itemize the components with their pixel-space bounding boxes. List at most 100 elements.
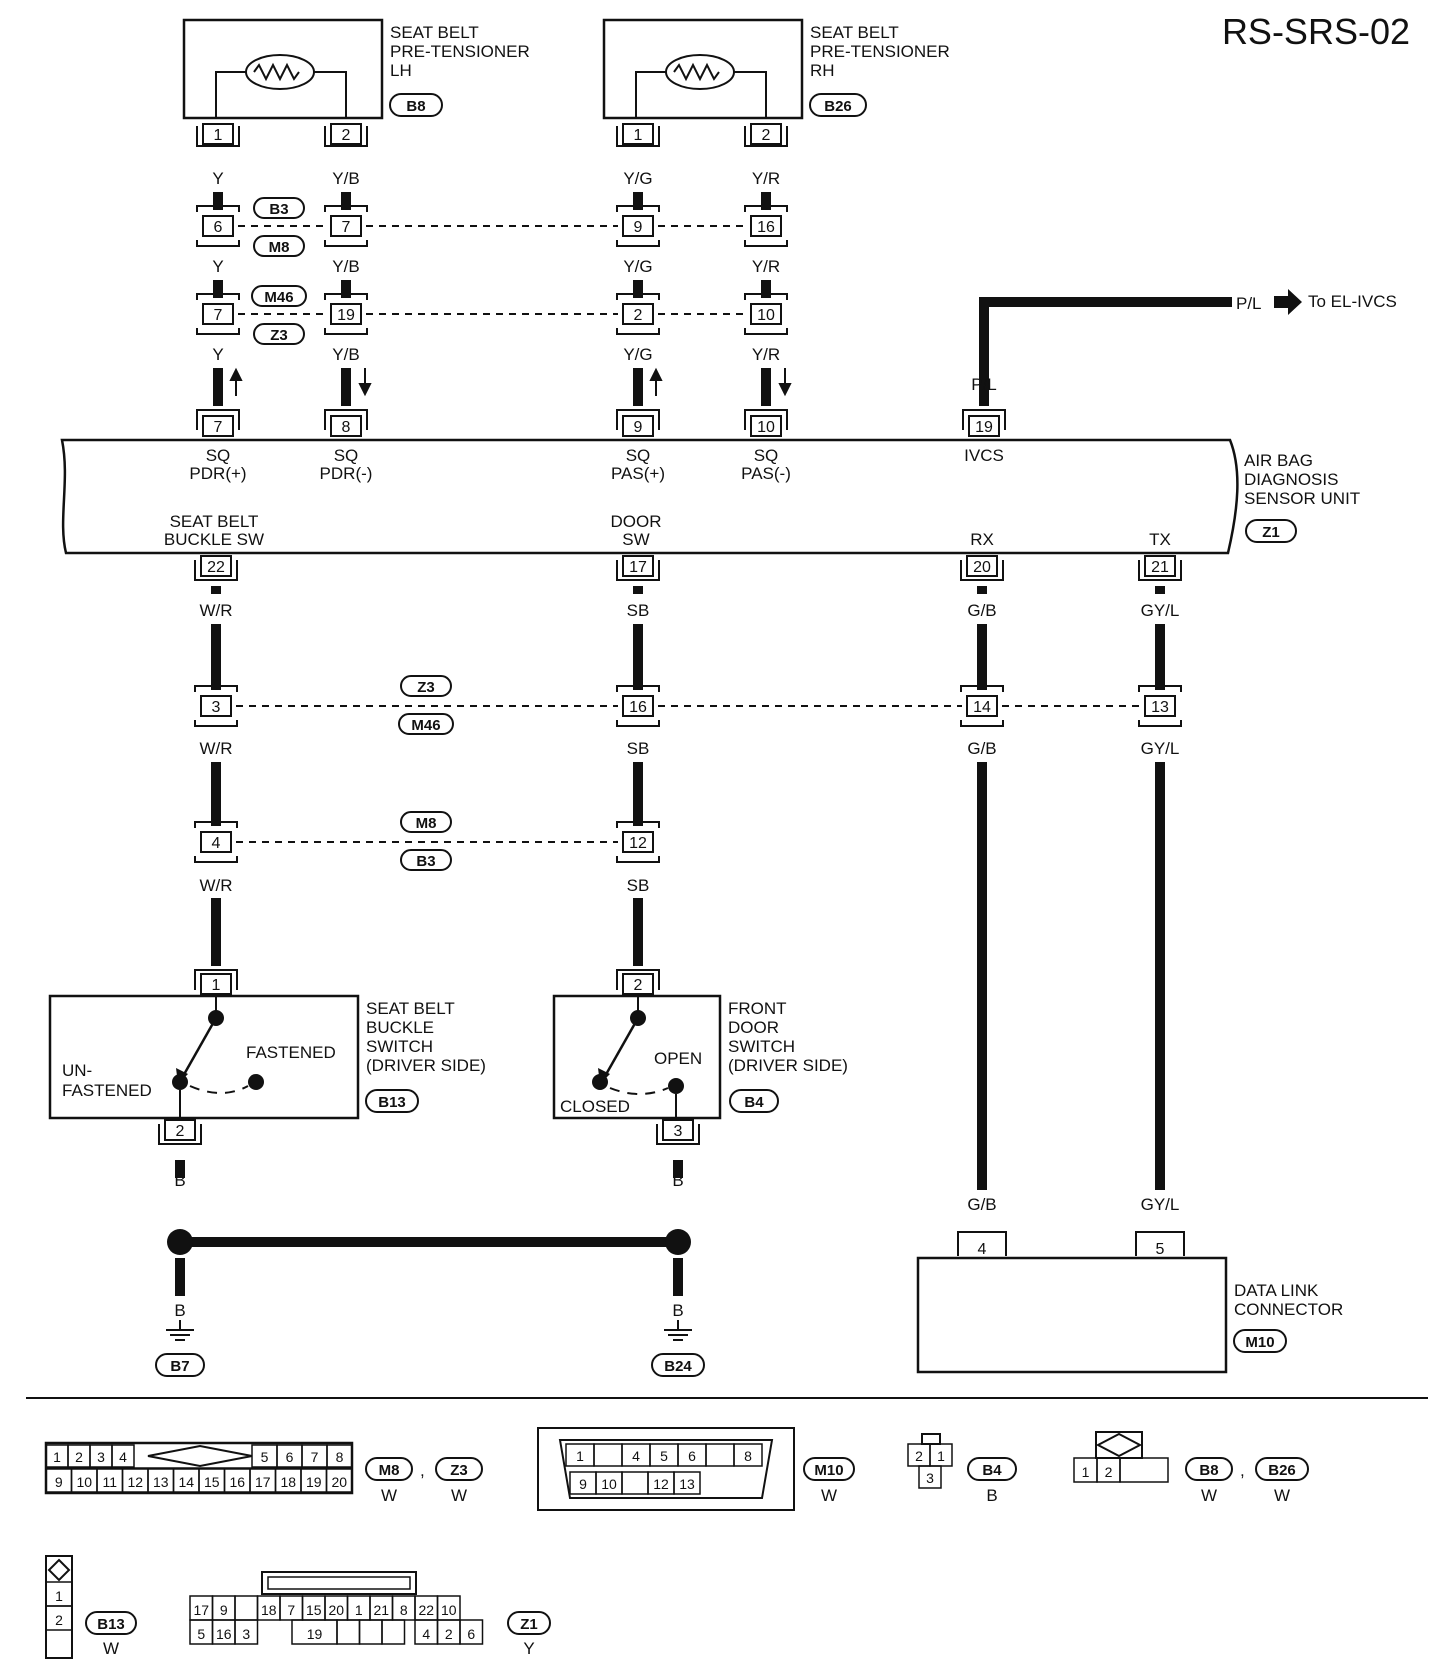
pin-box: 10 — [744, 293, 788, 335]
top-wires — [213, 192, 1232, 406]
connector-cavity — [234, 1595, 259, 1621]
wire-color: W/R — [199, 739, 232, 758]
cavity-number: 6 — [688, 1448, 696, 1464]
connector-tag: B8 — [1199, 1462, 1218, 1479]
pin-function-label: DOOR — [611, 512, 662, 531]
connector-cavity — [459, 1619, 484, 1645]
key-diamond-icon — [47, 1558, 71, 1582]
connector-tag: M8 — [416, 815, 437, 832]
switch-state-label: OPEN — [654, 1049, 702, 1068]
cavity-number: 9 — [55, 1474, 63, 1490]
pin-box: 9 — [616, 409, 660, 437]
pin-box: 20 — [960, 555, 1004, 581]
splice-point — [665, 1229, 691, 1255]
component-name-line: SEAT BELT — [366, 999, 455, 1018]
cavity-number: 2 — [445, 1626, 453, 1642]
arrow-up-icon — [649, 367, 663, 381]
pin-function-label: TX — [1149, 530, 1171, 549]
key-diamond-icon — [1095, 1432, 1143, 1458]
pin-box: 2 — [616, 293, 660, 335]
component-name-line: DATA LINK — [1234, 1281, 1319, 1300]
pin-box: 1 — [616, 123, 660, 147]
pin-function-label: SW — [622, 530, 649, 549]
connector-tag: Z1 — [520, 1616, 538, 1633]
wire-color: GY/L — [1141, 1195, 1180, 1214]
pin-label: 9 — [634, 219, 643, 236]
pin-label: 5 — [1156, 1241, 1165, 1258]
inline-connector-m46-z3: 7 19 2 10 M46 Z3 — [196, 285, 788, 345]
cavity-number: 2 — [1105, 1464, 1113, 1480]
connector-cavity — [358, 1619, 383, 1645]
connector-tag: B3 — [269, 201, 288, 218]
legend-separator: , — [1240, 1461, 1245, 1480]
connector-cavity — [1119, 1457, 1169, 1483]
pin-label: 7 — [214, 307, 223, 324]
inline-connector-z3-m46: 3 16 14 13 Z3 M46 — [194, 675, 1182, 735]
cavity-number: 1 — [937, 1448, 945, 1464]
wire-color: Y — [212, 345, 223, 364]
cavity-number: 10 — [76, 1474, 92, 1490]
cavity-number: 4 — [422, 1626, 430, 1642]
connector-tag: M46 — [264, 289, 293, 306]
component-name-line: (DRIVER SIDE) — [366, 1056, 486, 1075]
pin-label: 2 — [342, 127, 351, 144]
cavity-number: 1 — [355, 1602, 363, 1618]
connector-color: W — [821, 1486, 837, 1505]
splice-point — [167, 1229, 193, 1255]
pin-function-label: BUCKLE SW — [164, 530, 264, 549]
resistor-icon — [253, 62, 300, 82]
wire-color: Y — [212, 169, 223, 188]
cavity-number: 1 — [576, 1448, 584, 1464]
cavity-number: 7 — [311, 1449, 319, 1465]
component-name-line: SEAT BELT — [810, 23, 899, 42]
connector-cavity — [111, 1444, 135, 1468]
component-name-line: FRONT — [728, 999, 787, 1018]
pin-label: 2 — [634, 307, 643, 324]
connector-cavity — [733, 1443, 763, 1467]
wire-color: Y/B — [332, 345, 359, 364]
connector-color: B — [986, 1486, 997, 1505]
wire-color: G/B — [967, 739, 996, 758]
pin-label: 7 — [342, 219, 351, 236]
connector-tag: M10 — [1245, 1334, 1274, 1351]
pin-box: 2 — [324, 123, 368, 147]
pin-label: 21 — [1151, 559, 1169, 576]
svg-text:UN-FASTENED: UN-FASTENED — [62, 1061, 152, 1100]
cavity-number: 10 — [601, 1476, 617, 1492]
connector-cavity — [705, 1443, 735, 1467]
wire-color: GY/L — [1141, 601, 1180, 620]
cavity-number: 19 — [306, 1474, 322, 1490]
pin-label: 2 — [176, 1123, 185, 1140]
cavity-number: 12 — [127, 1474, 143, 1490]
connector-tag: Z3 — [270, 327, 288, 344]
bottom-wires — [175, 586, 1165, 1296]
pin-function-label: SEAT BELT — [170, 512, 259, 531]
pin-label: 2 — [762, 127, 771, 144]
component-name-line: RH — [810, 61, 835, 80]
connector-color: W — [1201, 1486, 1217, 1505]
cavity-number: 18 — [280, 1474, 296, 1490]
ground-icon — [664, 1329, 692, 1341]
pin-label: 8 — [342, 419, 351, 436]
pin-box: 4 — [194, 821, 238, 863]
pin-box: 1 — [196, 123, 240, 147]
pin-label: 3 — [674, 1123, 683, 1140]
component-name-line: SWITCH — [728, 1037, 795, 1056]
cavity-number: 14 — [178, 1474, 194, 1490]
component-name-line: PRE-TENSIONER — [810, 42, 950, 61]
connector-tag: B26 — [824, 98, 852, 115]
component-name-line: AIR BAG — [1244, 451, 1313, 470]
cavity-number: 3 — [926, 1470, 934, 1486]
connector-cavity — [673, 1471, 701, 1495]
component-name-line: BUCKLE — [366, 1018, 434, 1037]
cavity-number: 22 — [418, 1602, 434, 1618]
connector-color: W — [1274, 1486, 1290, 1505]
